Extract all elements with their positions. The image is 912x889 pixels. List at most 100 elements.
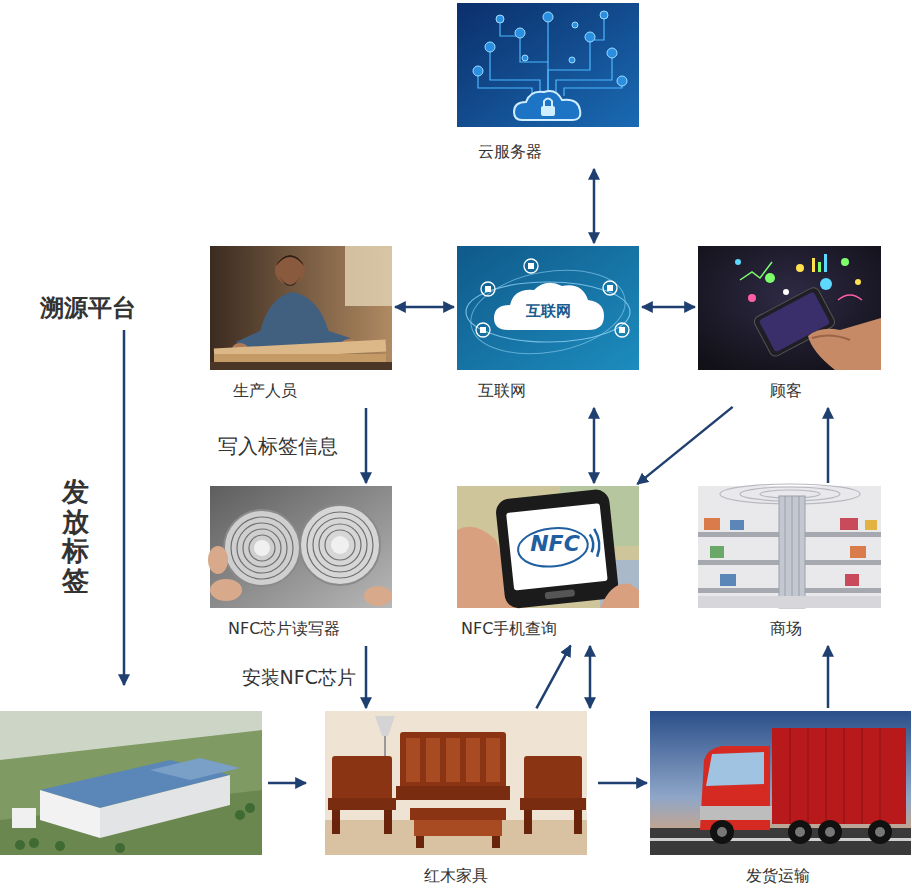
text-holder: 商场: [770, 619, 802, 639]
furniture-photo: [426, 738, 440, 782]
truck-photo: [710, 820, 734, 844]
cloud-server-photo: [496, 15, 504, 23]
furniture-photo: [414, 820, 502, 836]
cloud-server-photo: [569, 57, 575, 63]
worker-photo: [275, 255, 305, 285]
worker-photo: [214, 354, 386, 363]
nfc-reader-photo: [210, 579, 242, 601]
text-holder: 顾客: [770, 381, 802, 401]
nfc-reader-photo: [231, 517, 293, 579]
furniture-photo: [524, 756, 582, 800]
nfc-reader-photo: [224, 510, 300, 586]
mall-photo: [698, 486, 881, 608]
nfc-reader-photo: [307, 512, 373, 578]
photo-tile: 红木家具: [325, 711, 595, 889]
furniture-photo: [410, 808, 506, 820]
cloud-server-photo: [607, 48, 617, 58]
nfc-phone-photo: [545, 589, 576, 599]
furniture-photo: [520, 798, 586, 810]
cloud-server-photo: [514, 91, 580, 120]
truck-photo: [818, 820, 842, 844]
node-caption: 生产人员: [233, 381, 297, 401]
furniture-photo: [574, 810, 582, 834]
cloud-server-photo: [520, 36, 548, 92]
nfc-reader-photo: [208, 486, 392, 608]
nfc-phone-photo: [590, 534, 594, 552]
mall-photo: [698, 484, 881, 608]
label-holder: 溯源平台: [40, 293, 136, 323]
internet-picture: [528, 263, 534, 269]
cloud-server-photo: [617, 76, 627, 86]
customer-photo: [818, 262, 821, 272]
flow-arrow: [637, 407, 732, 484]
photo-tile: NFC NFC手机查询: [457, 486, 639, 643]
node-caption: NFC芯片读写器: [228, 619, 340, 639]
mall-photo: [779, 496, 805, 608]
photo-tile: NFC芯片读写器: [210, 486, 392, 643]
photo-tile: 顾客: [698, 246, 881, 405]
node-caption: NFC手机查询: [461, 619, 557, 639]
furniture-photo: [524, 810, 532, 834]
customer-photo: [812, 335, 850, 340]
customer-photo: [796, 264, 804, 272]
nfc-reader-photo: [319, 524, 361, 566]
cloud-server-photo: [543, 12, 553, 22]
nfc-reader-photo: [237, 523, 287, 573]
furniture-photo: [466, 738, 480, 782]
mall-photo: [845, 574, 859, 586]
cloud-server-photo: [485, 42, 495, 52]
image-text: 互联网: [526, 301, 571, 321]
customer-photo: [740, 262, 772, 280]
factory-photo: [15, 803, 255, 853]
mall-photo: [710, 546, 724, 558]
mall-photo: [698, 596, 881, 608]
furniture-photo: [325, 820, 587, 855]
internet-picture: [524, 259, 538, 273]
flow-arrow: [827, 408, 830, 483]
truck-photo: [717, 827, 727, 837]
node-caption: 红木家具: [424, 866, 488, 886]
factory-photo: [0, 711, 262, 855]
cloud-server-photo: [547, 20, 548, 62]
photo-tile: 发货运输: [650, 711, 911, 889]
flow-arrow: [589, 646, 592, 708]
mall-photo: [840, 518, 858, 530]
photo-tile: 商场: [698, 486, 881, 643]
customer-photo: [812, 258, 815, 272]
text-holder: NFC手机查询: [461, 619, 557, 639]
internet-picture: [480, 263, 625, 333]
nfc-reader-photo: [364, 586, 392, 606]
flow-arrow: [598, 782, 647, 785]
customer-photo: [698, 246, 881, 370]
internet-picture: [615, 323, 629, 337]
nfc-reader-photo: [331, 536, 349, 554]
internet-picture: [480, 327, 486, 333]
nfc-reader-photo: [313, 518, 367, 572]
worker-photo: [279, 276, 301, 286]
cloud-server-photo: [544, 99, 552, 107]
text-holder: 互联网: [478, 381, 526, 401]
internet-picture: [485, 286, 491, 292]
cloud-server-photo: [572, 22, 578, 28]
truck-photo: [650, 711, 911, 855]
nfc-phone-photo: [516, 525, 590, 570]
customer-photo: [698, 246, 881, 370]
furniture-photo: [446, 738, 460, 782]
factory-photo: [0, 711, 262, 855]
cloud-server-photo: [515, 28, 525, 38]
image-text: NFC: [530, 534, 580, 554]
nfc-reader-photo: [249, 535, 275, 561]
nfc-phone-photo: [506, 503, 608, 590]
truck-photo: [650, 711, 911, 855]
truck-photo: [717, 827, 885, 837]
worker-photo: [210, 362, 392, 370]
factory-photo: [55, 841, 65, 851]
label-holder: 发放标签: [62, 477, 89, 596]
edge-label-holder: 写入标签信息: [218, 433, 338, 459]
cloud-server-photo: [548, 40, 590, 92]
customer-photo: [808, 318, 881, 370]
text-holder: 互联网: [457, 301, 639, 321]
customer-photo: [841, 258, 849, 266]
flow-arrow: [593, 169, 596, 243]
